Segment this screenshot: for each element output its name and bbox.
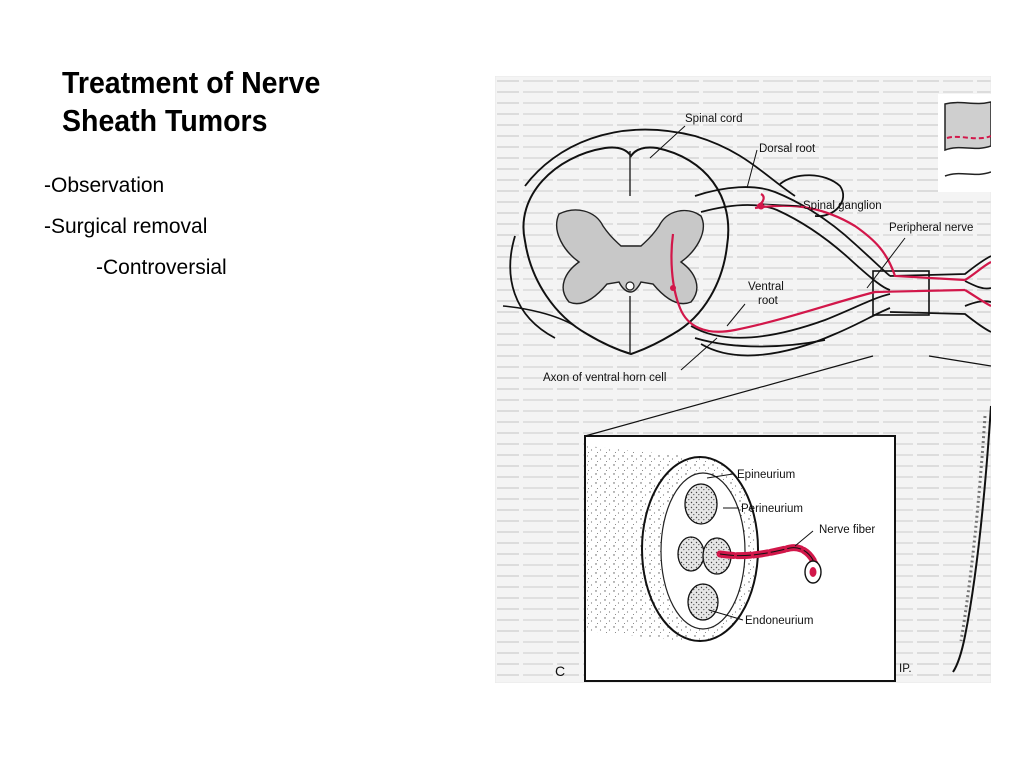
illustrator-signature: IP. — [899, 663, 912, 675]
label-peripheral-nerve: Peripheral nerve — [889, 222, 973, 234]
magnified-cross-section — [584, 355, 991, 682]
side-illustration-strip — [952, 405, 991, 673]
dorsal-root-bundle — [694, 174, 891, 291]
inset-thumbnail — [938, 94, 991, 192]
nerve-anatomy-figure: Spinal cord Dorsal root Spinal ganglion … — [495, 76, 991, 683]
label-perineurium: Perineurium — [741, 503, 803, 515]
bullet-controversial: -Controversial — [96, 256, 227, 279]
label-axon-ventral-horn-cell: Axon of ventral horn cell — [543, 372, 666, 384]
label-ventral-root-line1: Ventral — [748, 281, 784, 293]
label-endoneurium: Endoneurium — [745, 615, 813, 627]
label-leader-lines — [649, 125, 906, 621]
label-dorsal-root: Dorsal root — [759, 143, 816, 155]
meninges-layers — [509, 128, 826, 348]
label-spinal-cord: Spinal cord — [685, 113, 743, 125]
label-epineurium: Epineurium — [737, 469, 795, 481]
slide-title-line-2: Sheath Tumors — [62, 103, 268, 138]
ventral-root-bundle — [690, 293, 891, 357]
label-nerve-fiber: Nerve fiber — [819, 524, 875, 536]
panel-letter: C — [555, 663, 565, 679]
slide-title: Treatment of Nerve Sheath Tumors — [62, 64, 393, 140]
bullet-observation: -Observation — [44, 174, 165, 197]
peripheral-nerve-trunk — [889, 255, 991, 333]
label-ventral-root-line2: root — [758, 295, 779, 307]
label-spinal-ganglion: Spinal ganglion — [803, 200, 882, 212]
bullet-surgical-removal: -Surgical removal — [44, 215, 208, 238]
slide-title-line-1: Treatment of Nerve — [62, 65, 321, 100]
